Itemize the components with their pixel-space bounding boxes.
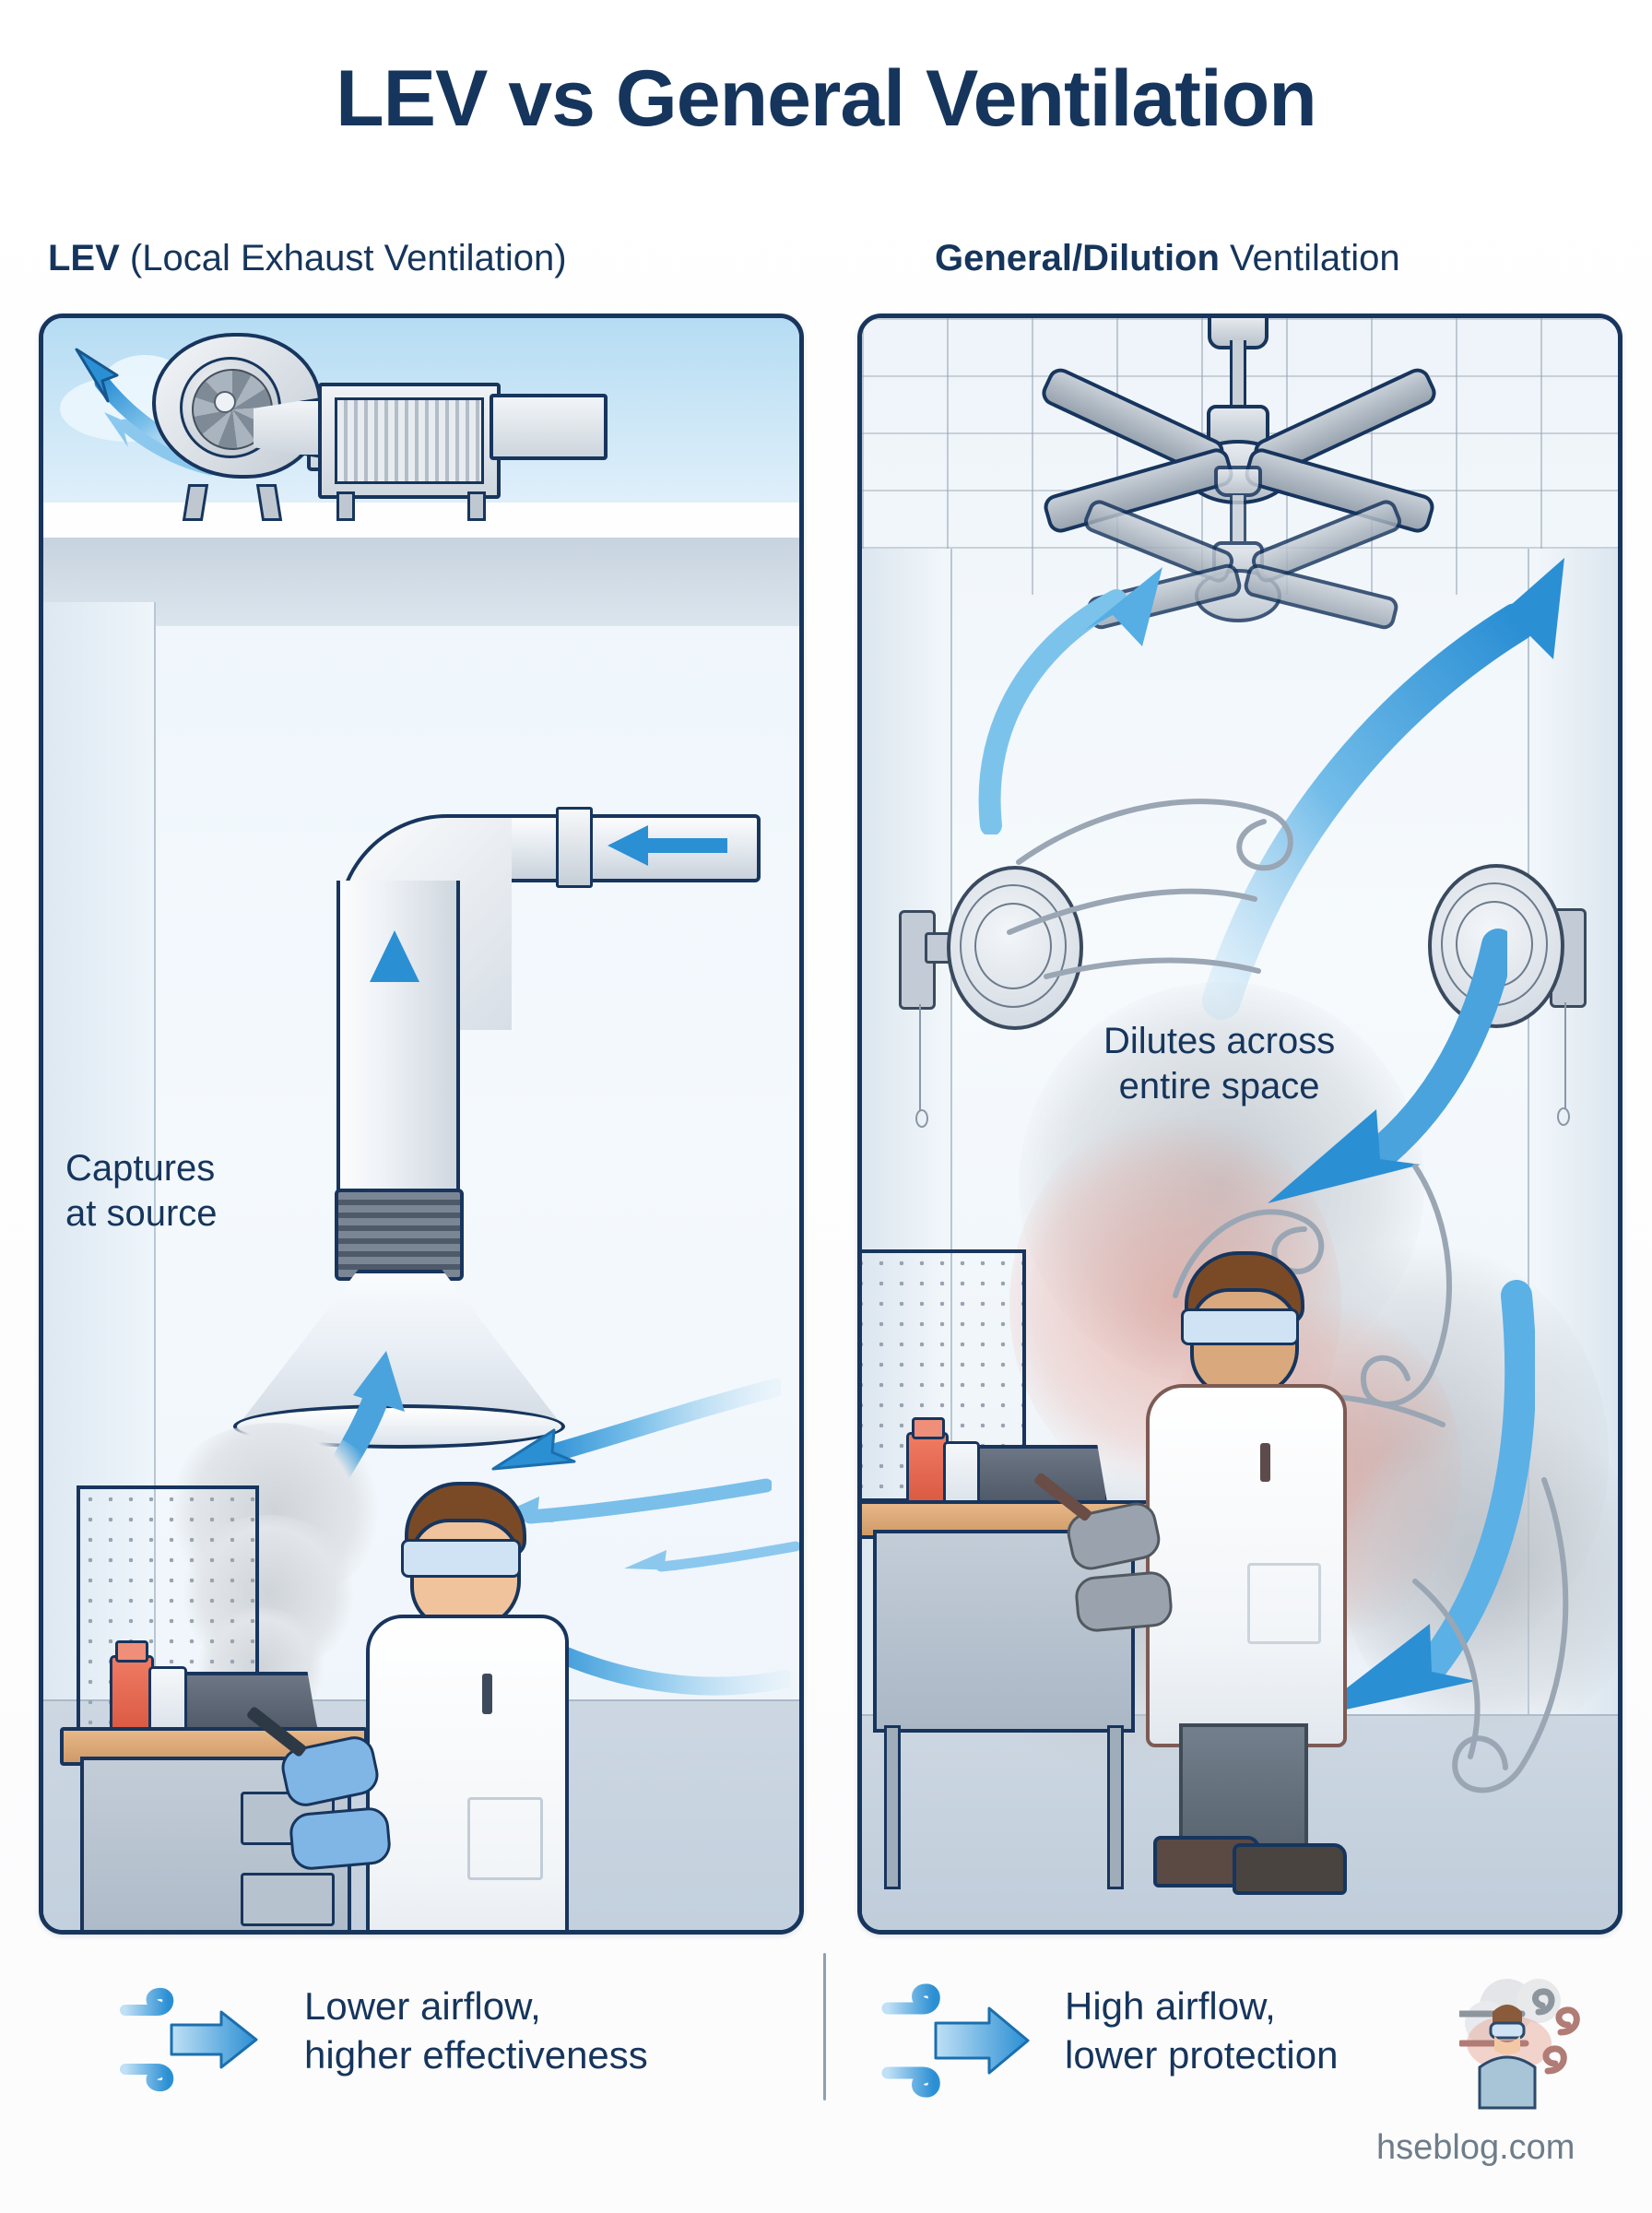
airflow-swirl-icon <box>1412 1477 1569 1793</box>
safety-goggles-icon <box>1181 1308 1299 1345</box>
duct-flow-arrow-up-icon <box>370 930 419 1087</box>
capture-arrow-icon <box>624 1541 799 1572</box>
circulation-arrow-up-right-icon <box>1202 558 1564 1020</box>
duct-flow-arrow-left-icon <box>608 825 727 866</box>
general-callout-text: Dilutes across entire space <box>1103 1021 1336 1106</box>
lev-panel: Captures at source <box>39 314 804 1935</box>
filter-box-leg <box>336 491 355 521</box>
fan-pull-handle <box>1557 1107 1570 1126</box>
footer-caption-left: Lower airflow, higher effectiveness <box>304 1984 648 2077</box>
circulation-arrow-curve-icon <box>978 567 1162 834</box>
bench-leg <box>884 1725 901 1889</box>
capture-arrow-icon <box>491 1379 781 1471</box>
drawer-handle <box>241 1873 335 1926</box>
panel-heading-general: General/Dilution Ventilation <box>935 238 1400 279</box>
room-ceiling <box>43 538 799 626</box>
circulation-arrow-down-icon <box>1308 1280 1535 1718</box>
panel-heading-general-bold: General/Dilution <box>935 238 1220 278</box>
lev-room: Captures at source <box>43 538 799 1930</box>
sky-background <box>43 318 799 521</box>
wall-fan-left <box>899 844 1083 1128</box>
worker-boot <box>1233 1843 1347 1895</box>
panel-heading-lev: LEV (Local Exhaust Ventilation) <box>48 238 567 279</box>
fan-mount <box>1214 466 1262 497</box>
worker-general <box>1032 1246 1406 1895</box>
watermark: hseblog.com <box>1376 2128 1575 2167</box>
blower-leg <box>255 484 283 521</box>
fan-pull-handle <box>915 1109 928 1128</box>
footer-caption-right: High airflow, lower protection <box>1065 1984 1339 2077</box>
footer-divider <box>823 1953 826 2101</box>
bottle-cap <box>115 1640 148 1663</box>
roof-duct-segment <box>490 394 608 460</box>
fan-downrod <box>1230 340 1246 408</box>
airflow-swirl-icon <box>1007 799 1293 979</box>
lab-coat <box>366 1615 569 1930</box>
person-in-smoke-icon <box>1459 1979 1580 2110</box>
wind-arrow-icon <box>880 1983 1030 2098</box>
filter-box <box>318 383 501 499</box>
flexible-duct <box>335 1189 464 1281</box>
glove-icon <box>288 1805 393 1872</box>
panel-heading-general-rest: Ventilation <box>1219 238 1400 278</box>
coat-pen <box>1260 1443 1270 1482</box>
general-ventilation-panel: Dilutes across entire space <box>857 314 1622 1935</box>
bottle-cap <box>912 1417 945 1439</box>
worker-lev <box>245 1478 624 1930</box>
wind-arrow-icon <box>118 1988 258 2091</box>
fan-cage-ring <box>960 884 1067 1008</box>
safety-goggles-icon <box>401 1539 521 1578</box>
blower-leg <box>182 484 209 521</box>
duct-band <box>556 807 593 888</box>
circulation-arrow-down-left-icon <box>1268 929 1507 1203</box>
filter-grate <box>335 397 484 484</box>
page-title: LEV vs General Ventilation <box>336 54 1317 143</box>
panel-heading-lev-rest: (Local Exhaust Ventilation) <box>119 238 567 278</box>
coat-pocket <box>1247 1563 1321 1644</box>
filter-box-leg <box>467 491 486 521</box>
lev-callout-text: Captures at source <box>65 1148 218 1234</box>
coat-pocket <box>467 1797 543 1880</box>
bench-leg <box>1107 1725 1124 1889</box>
coat-pen <box>482 1674 492 1714</box>
fan-pull-chain <box>1564 1002 1566 1109</box>
fan-center-cap <box>214 391 236 413</box>
glove-icon <box>1073 1569 1174 1634</box>
fan-cage-ring <box>974 903 1052 989</box>
panel-heading-lev-bold: LEV <box>48 238 120 278</box>
fan-downrod <box>1230 495 1246 547</box>
fan-pull-chain <box>919 1004 921 1111</box>
